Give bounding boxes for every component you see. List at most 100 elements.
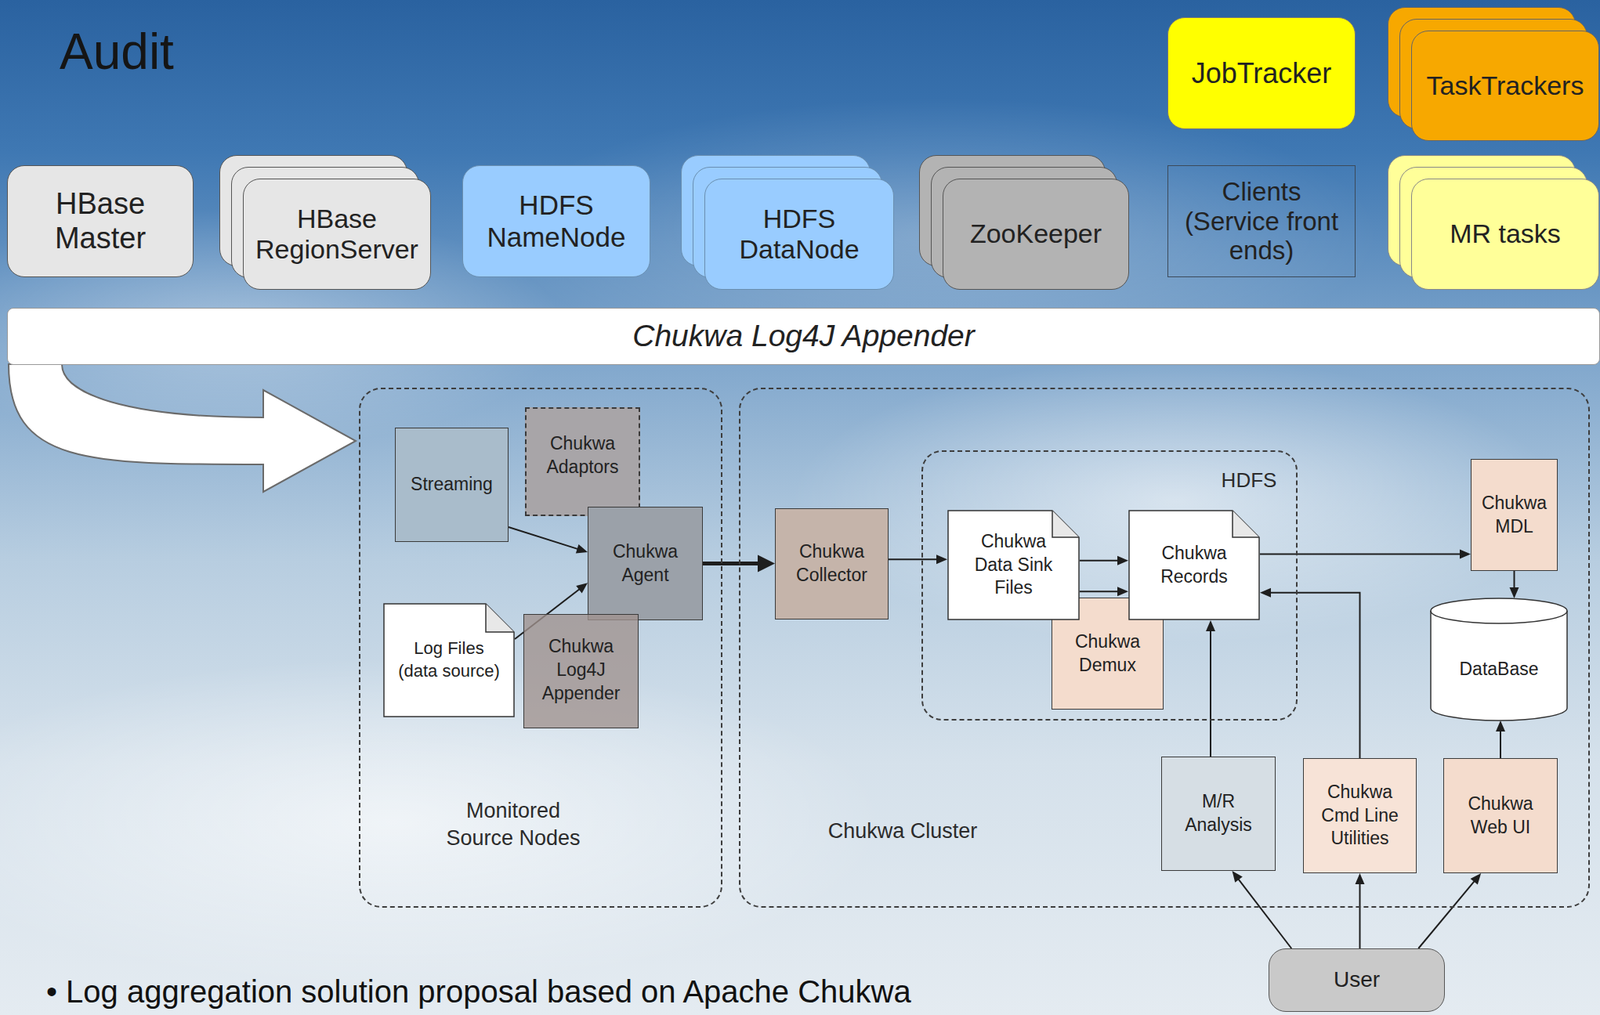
arrow-head xyxy=(1459,549,1471,559)
connector-line xyxy=(1209,629,1212,757)
document-outline xyxy=(383,603,515,718)
arrow-head xyxy=(575,582,588,594)
process-box: M/R Analysis xyxy=(1161,756,1276,872)
process-box: JobTracker xyxy=(1167,17,1356,130)
process-box: HDFS NameNode xyxy=(462,165,651,278)
arrow-head xyxy=(1509,587,1520,599)
arrow-head xyxy=(1117,556,1129,566)
node-text: HDFS DataNode xyxy=(713,203,885,265)
node-text: Chukwa Agent xyxy=(598,540,693,588)
shape-detail xyxy=(1430,611,1568,624)
shape-detail xyxy=(1232,510,1260,538)
node-text: Chukwa Demux xyxy=(1062,630,1154,678)
shape-detail xyxy=(1052,510,1079,538)
bullet-text: • Log aggregation solution proposal base… xyxy=(46,974,912,1010)
arrow-head xyxy=(1232,871,1243,884)
connector xyxy=(888,554,948,565)
dashed-region: HDFS Chukwa Data Sink Files Chukwa Records… xyxy=(921,450,1298,721)
region-label: Chukwa Cluster xyxy=(800,818,1005,846)
document-shape: Chukwa Data Sink Files xyxy=(947,510,1080,621)
arrow-head xyxy=(575,544,588,554)
connector-line xyxy=(1513,571,1516,590)
slide-title: Audit xyxy=(59,21,174,83)
stacked-box: MR tasks xyxy=(1411,178,1600,290)
node-text: Chukwa Log4J Appender xyxy=(534,635,629,706)
connector xyxy=(1355,873,1365,949)
process-box: Streaming xyxy=(394,427,509,543)
node-text: Chukwa Records xyxy=(1140,542,1248,590)
node-text: JobTracker xyxy=(1177,57,1346,90)
shape-body xyxy=(1129,510,1260,620)
block-arrow xyxy=(8,364,356,493)
connector xyxy=(1205,620,1216,757)
node-text: HBase RegionServer xyxy=(252,203,422,265)
arrow-head xyxy=(1495,720,1506,732)
process-box: Chukwa Adaptors xyxy=(524,407,641,517)
arrow-head xyxy=(1117,586,1129,597)
arrow-head xyxy=(936,554,948,565)
connector xyxy=(1495,720,1506,759)
stacked-box: ZooKeeper xyxy=(942,178,1130,290)
process-box: Clients (Service front ends) xyxy=(1167,165,1356,278)
process-box: Chukwa Web UI xyxy=(1443,758,1558,874)
document-shape: Log Files (data source) xyxy=(383,603,515,718)
node-text: TaskTrackers xyxy=(1420,70,1590,102)
node-text: Chukwa Log4J Appender xyxy=(17,318,1590,355)
connector xyxy=(508,527,588,554)
process-box: Chukwa Cmd Line Utilities xyxy=(1303,758,1417,874)
connector-line xyxy=(1499,730,1502,759)
dashed-region: Chukwa Cluster Chukwa Collector HDFS Chukwa… xyxy=(738,387,1590,909)
node-text: Chukwa Collector xyxy=(785,540,879,588)
node-text: Chukwa Data Sink Files xyxy=(962,530,1065,601)
database-cylinder: DataBase xyxy=(1429,598,1568,721)
process-box: Chukwa Log4J Appender xyxy=(523,614,639,729)
node-text: HDFS NameNode xyxy=(472,189,641,254)
region-label: Monitored Source Nodes xyxy=(430,797,596,853)
connector-line xyxy=(1359,883,1362,949)
arrow-head xyxy=(757,555,775,573)
title-slot: Audit xyxy=(59,21,174,83)
node-text: HBase Master xyxy=(17,187,184,256)
connector-line xyxy=(1079,590,1119,593)
stacked-box: HBase RegionServer xyxy=(242,178,431,290)
connector xyxy=(8,364,356,493)
arrow-head xyxy=(1355,873,1365,885)
shape-body xyxy=(383,604,515,717)
connector xyxy=(1509,571,1520,599)
shape-detail xyxy=(485,604,515,633)
label-slot: • Log aggregation solution proposal base… xyxy=(46,974,912,1010)
node-text: M/R Analysis xyxy=(1173,790,1264,838)
node-text: ZooKeeper xyxy=(952,218,1120,250)
region-label: HDFS xyxy=(1217,467,1281,495)
node-text: Clients (Service front ends) xyxy=(1175,177,1349,267)
stacked-box: HDFS DataNode xyxy=(704,178,895,290)
document-outline xyxy=(1128,510,1260,621)
process-box: HBase Master xyxy=(7,165,194,278)
connector-line xyxy=(1238,879,1292,949)
node-text: Chukwa Adaptors xyxy=(535,432,630,480)
connector xyxy=(1079,586,1129,597)
connector xyxy=(1418,873,1481,949)
connector-line xyxy=(1259,553,1462,555)
connector-line xyxy=(508,527,580,550)
appender-band: Chukwa Log4J Appender xyxy=(7,307,1600,366)
connector xyxy=(1079,556,1129,566)
connector-line xyxy=(1418,880,1475,949)
arrow-head xyxy=(1470,873,1482,886)
node-text: Chukwa Cmd Line Utilities xyxy=(1314,781,1407,852)
stacked-box: TaskTrackers xyxy=(1411,30,1600,142)
shape-body xyxy=(948,510,1079,620)
connector xyxy=(1259,588,1361,759)
document-shape: Chukwa Records xyxy=(1128,510,1260,621)
node-text: Log Files (data source) xyxy=(394,637,504,683)
connector-line xyxy=(702,561,760,566)
actor-box: User xyxy=(1268,948,1445,1013)
node-text: MR tasks xyxy=(1420,218,1590,250)
connector-line xyxy=(1269,593,1361,759)
node-text: Chukwa Web UI xyxy=(1454,792,1548,840)
process-box: Chukwa Collector xyxy=(774,508,889,620)
arrow-head xyxy=(1259,588,1271,598)
process-box: Chukwa Agent xyxy=(587,506,703,621)
arrow-head xyxy=(1205,620,1216,632)
